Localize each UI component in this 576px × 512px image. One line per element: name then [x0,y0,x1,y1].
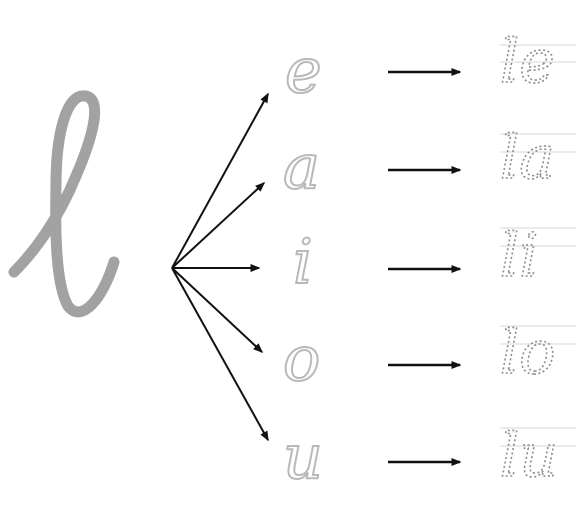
vowel-o: o [283,322,320,395]
branch-arrows [171,92,269,442]
row-arrows [388,68,462,466]
vowel-a: a [283,130,320,203]
vowel-e: e [285,34,322,107]
guide-lines [500,44,576,447]
vowels: e a i o u [282,33,324,494]
vowel-u: u [283,420,323,493]
arrow-right-icon [171,267,269,442]
vowel-i: i [293,225,313,298]
base-letter-l-stroke [8,90,120,318]
arrow-right-icon [171,267,264,354]
syllables: le la li lo lu [499,26,558,492]
arrow-right-icon [171,92,269,269]
syllable-lo: lo [500,318,555,388]
base-letter-l: l [8,90,120,318]
syllable-la: la [500,123,555,193]
arrow-right-icon [171,181,266,269]
syllable-le: le [500,27,555,97]
syllable-lu: lu [500,421,558,491]
syllable-li: li [500,221,538,291]
